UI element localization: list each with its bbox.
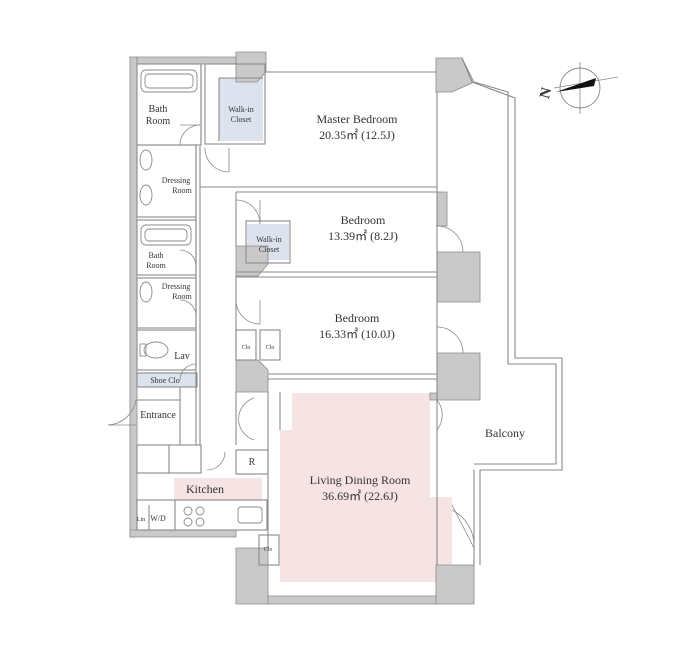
entrance-label: Entrance [140,410,176,421]
dressing-room-2-label: Dressing [162,282,190,291]
lav-label: Lav [174,351,190,362]
master-bedroom-label: Master Bedroom [317,112,399,126]
dressing-room-1-label: Dressing [162,176,190,185]
linen-label: Lin [137,517,145,523]
walkin-closet-2-label-2: Closet [259,245,280,254]
washer-dryer-label: W/D [150,514,166,523]
room-labels: Master Bedroom 20.35㎡ (12.5J) Bedroom 13… [137,104,525,553]
closet-1-label: Clo [242,345,251,351]
compass-needle [556,78,596,92]
balcony-label: Balcony [485,426,525,440]
partition-walls [136,57,563,566]
north-label: N [537,86,555,101]
walkin-closet-2-label: Walk-in [256,235,282,244]
dressing-room-2-label-2: Room [172,292,192,301]
living-dining-floor [280,393,452,582]
kitchen-counter [174,478,262,500]
bath-room-1-label-2: Room [146,116,171,127]
dressing-room-1-label-2: Room [172,186,192,195]
living-dining-area: 36.69㎡ (22.6J) [322,489,398,503]
refrigerator-label: R [249,457,256,468]
living-dining-label: Living Dining Room [310,473,411,487]
bedroom-1-area: 13.39㎡ (8.2J) [328,229,398,243]
closet-2-label: Clo [266,345,275,351]
shoe-closet-floor [137,373,197,387]
closet-3-label: Clo [264,547,273,553]
bedroom-2-label: Bedroom [335,311,380,325]
door-swings [107,124,475,549]
shoe-closet-label: Shoe Clo [150,376,180,385]
walkin-closet-1-label: Walk-in [228,105,254,114]
north-arrow: N [537,62,619,114]
kitchen-label: Kitchen [186,482,224,496]
structural-walls [129,51,481,605]
bath-room-2-label-2: Room [146,261,166,270]
master-bedroom-area: 20.35㎡ (12.5J) [319,128,395,142]
bedroom-1-label: Bedroom [341,213,386,227]
bath-room-1-label: Bath [149,104,168,115]
walkin-closet-1-floor [219,78,263,141]
walkin-closet-1-label-2: Closet [231,115,252,124]
bedroom-2-area: 16.33㎡ (10.0J) [319,327,395,341]
bath-room-2-label: Bath [148,251,163,260]
fixtures [139,69,263,527]
